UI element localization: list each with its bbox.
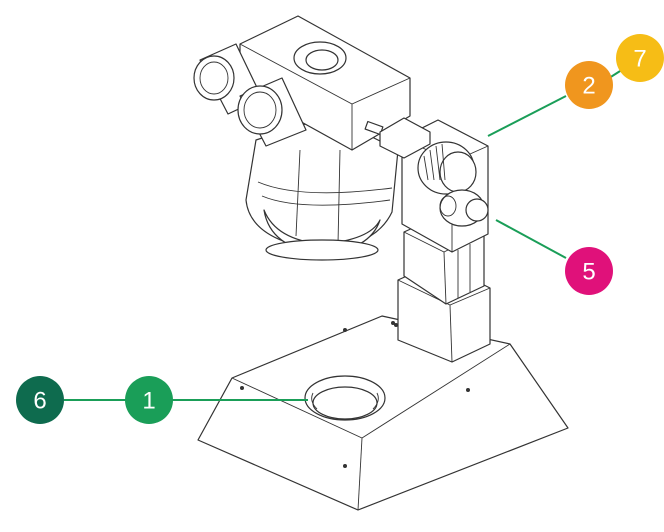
binocular-head	[239, 15, 431, 159]
callout-7-label: 7	[633, 46, 646, 73]
callout-1[interactable]: 1	[125, 376, 173, 424]
callout-2-label: 2	[582, 73, 595, 100]
stage-plate-opening	[304, 375, 386, 421]
callout-6-label: 6	[33, 388, 46, 415]
callout-5-circle[interactable]	[565, 247, 613, 295]
callout-5-label: 5	[582, 259, 595, 286]
leader-2-to-head	[487, 95, 567, 137]
callout-2-circle[interactable]	[565, 61, 613, 109]
eyepiece-right	[237, 77, 307, 147]
callout-7-circle[interactable]	[616, 34, 664, 82]
callout-1-circle[interactable]	[125, 376, 173, 424]
callout-2[interactable]: 2	[565, 61, 613, 109]
callout-7[interactable]: 7	[616, 34, 664, 82]
microscope-base	[197, 315, 569, 511]
callout-6-circle[interactable]	[16, 376, 64, 424]
callout-6[interactable]: 6	[16, 376, 64, 424]
callout-1-label: 1	[142, 388, 155, 415]
callout-5[interactable]: 5	[565, 247, 613, 295]
focus-knob-small	[439, 189, 489, 227]
zoom-body	[245, 115, 399, 261]
leader-lines	[64, 65, 629, 401]
leader-5-to-knob	[495, 219, 567, 259]
focus-knob-large	[417, 141, 477, 195]
